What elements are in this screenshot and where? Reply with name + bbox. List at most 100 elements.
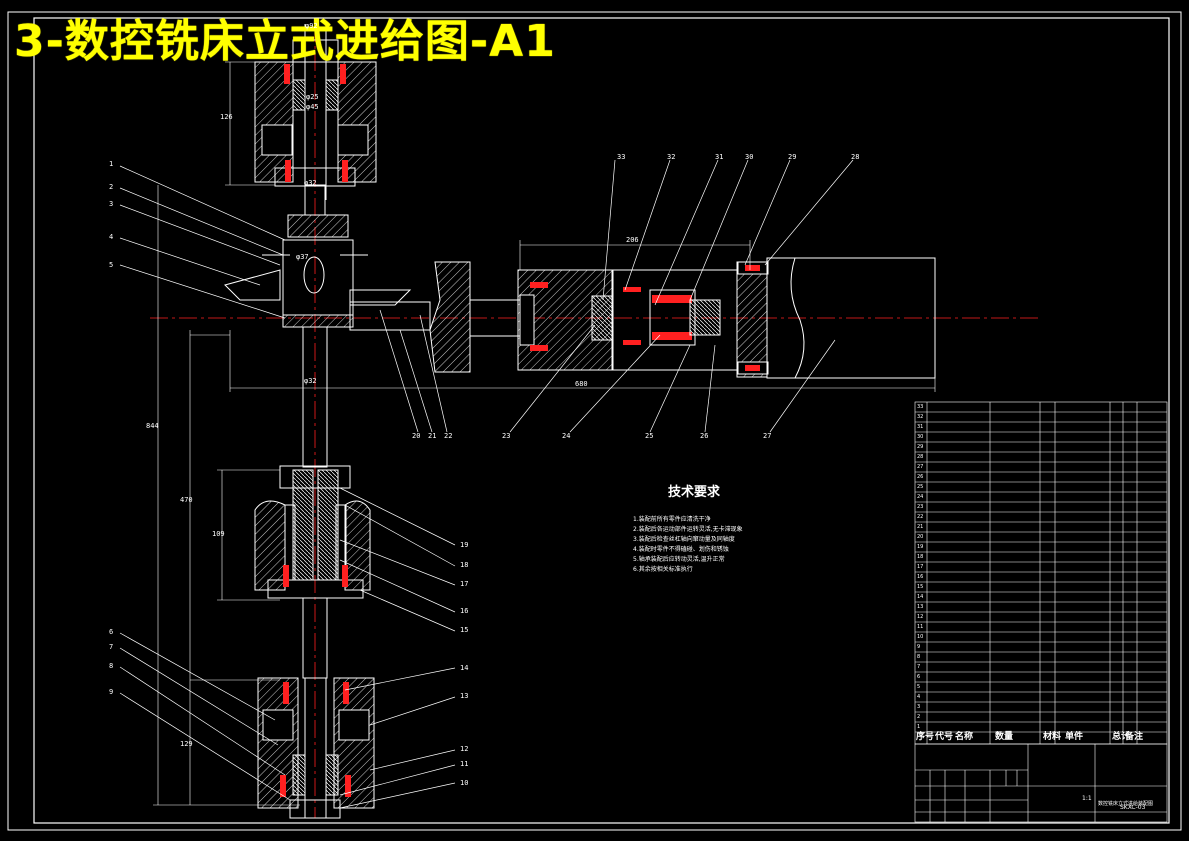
screw-shaft-bottom [302,597,328,679]
callout-4: 4 [109,233,114,241]
callout-30: 30 [745,153,754,161]
callout-18: 18 [460,561,469,569]
bom-row-number: 13 [917,604,924,610]
outer-frame [7,11,1182,831]
callout-9: 9 [109,688,114,696]
title-block [914,743,1168,823]
inner-frame [33,17,1170,824]
bom-row-number: 8 [917,654,921,660]
bom-header-cell: 数量 [995,732,1014,742]
dim-d25: φ25 [306,93,319,101]
bom-row-number: 27 [917,464,924,470]
bom-row-number: 1 [917,724,921,730]
bom-row-number: 22 [917,514,924,520]
callout-5: 5 [109,261,114,269]
callout-13: 13 [460,692,469,700]
callout-26: 26 [700,432,709,440]
bom-row-number: 21 [917,524,924,530]
callout-29: 29 [788,153,797,161]
bom-row-number: 9 [917,644,921,650]
bom-row-number: 16 [917,574,924,580]
tech-line: 4.装配时零件不得磕碰、划伤和锈蚀 [633,546,729,553]
bom-rows [915,411,1167,733]
tech-requirements-heading: 技术要求 [668,485,721,500]
top-bearing-housing [254,24,377,200]
callout-25: 25 [645,432,654,440]
bom-row-number: 14 [917,594,924,600]
dim-d45: φ45 [306,103,319,111]
bom-row-number: 2 [917,714,921,720]
horizontal-drive-assembly [349,257,936,379]
callout-6: 6 [109,628,114,636]
bom-row-number: 10 [917,634,924,640]
dim-d37: φ37 [296,253,309,261]
title-block-title: 数控铣床立式进给装配图 [1098,801,1154,807]
bom-row-number: 18 [917,554,924,560]
callout-10: 10 [460,779,469,787]
leader-lines-bottom [379,309,836,433]
callout-20: 20 [412,432,421,440]
bom-header-cell: 序号 [916,732,935,742]
bom-header-cell: 代号 [935,732,954,742]
screw-shaft-upper [304,184,326,216]
callout-32: 32 [667,153,676,161]
lower-ball-nut [254,465,371,599]
bom-row-number: 11 [917,624,924,630]
dim-d32a: φ32 [304,179,317,187]
bom-header-cell: 名称 [955,732,974,742]
callout-19: 19 [460,541,469,549]
dim-844: 844 [146,422,159,430]
bom-row-number: 7 [917,664,921,670]
bom-row-number: 31 [917,424,924,430]
callout-7: 7 [109,643,114,651]
bom-row-number: 12 [917,614,924,620]
leader-lines-right [339,487,456,809]
dim-126: 126 [220,113,233,121]
bom-row-number: 25 [917,484,924,490]
bom-row-number: 4 [917,694,921,700]
tech-line: 5.轴承装配后应转动灵活,温升正常 [633,556,725,563]
dim-680: 680 [575,380,588,388]
callout-1: 1 [109,160,114,168]
bom-row-number: 26 [917,474,924,480]
title-block-drawing-no: SKXC-03 [1120,804,1146,811]
leader-lines-top [602,159,854,306]
callout-3: 3 [109,200,114,208]
callout-12: 12 [460,745,469,753]
tech-line: 2.装配后各运动部件运转灵活,无卡滞现象 [633,526,743,533]
bom-row-number: 15 [917,584,924,590]
callout-23: 23 [502,432,511,440]
bom-table [914,401,1168,745]
bom-row-number: 20 [917,534,924,540]
dim-206: 206 [626,236,639,244]
callout-14: 14 [460,664,469,672]
tech-line: 1.装配前所有零件应清洗干净 [633,516,711,523]
callout-33: 33 [617,153,626,161]
bom-row-number: 3 [917,704,921,710]
callout-17: 17 [460,580,469,588]
callout-2: 2 [109,183,114,191]
bom-row-number: 30 [917,434,924,440]
callout-11: 11 [460,760,469,768]
drawing-title: 3-数控铣床立式进给图-A1 [14,16,556,67]
callout-8: 8 [109,662,114,670]
bottom-bearing-housing [257,677,375,819]
dim-d92: φ92 [305,22,318,30]
bom-row-number: 6 [917,674,921,680]
bom-header-cell: 备注 [1125,732,1144,742]
callout-16: 16 [460,607,469,615]
bom-header-cell: 总计 [1112,732,1131,742]
callout-28: 28 [851,153,860,161]
bom-row-number: 33 [917,404,924,410]
callout-22: 22 [444,432,453,440]
tech-line: 6.其余按相关标准执行 [633,566,693,573]
bom-row-number: 23 [917,504,924,510]
dim-129: 129 [180,740,193,748]
leader-lines-left [119,165,291,801]
title-block-scale: 1:1 [1082,795,1092,802]
bom-row-number: 32 [917,414,924,420]
callout-15: 15 [460,626,469,634]
screw-shaft-lower [302,326,328,468]
nut-bracket [224,214,412,328]
